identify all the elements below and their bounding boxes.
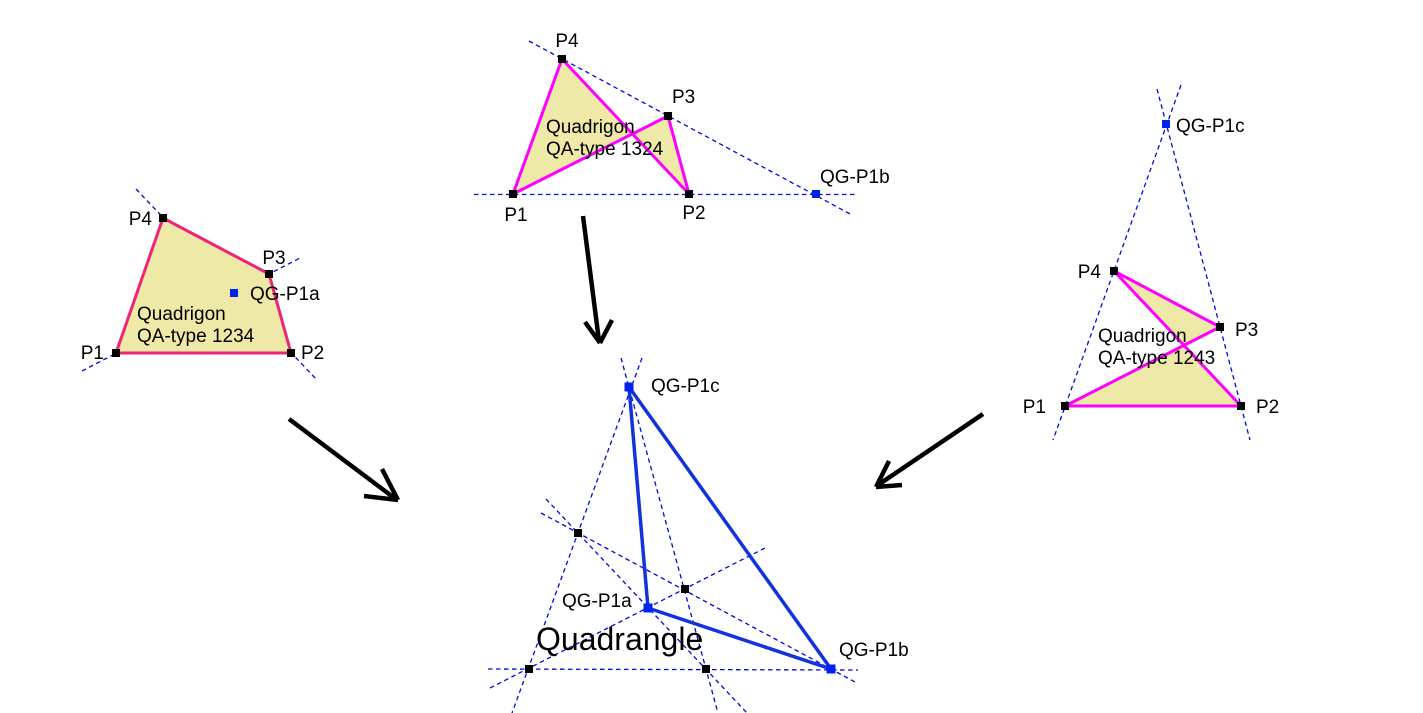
- point-p1: [1061, 402, 1069, 410]
- label-p4: P4: [1078, 262, 1102, 283]
- arrow-top-to-center-icon: [580, 215, 614, 345]
- line-pc-pb-dashed: [489, 547, 766, 689]
- point-p4: [1110, 267, 1118, 275]
- point-quadrangle-1: [574, 529, 582, 537]
- label-p3: P3: [1235, 320, 1258, 341]
- label-qg-p1a: QG-P1a: [562, 591, 632, 612]
- line-p4-p3-dashed: [528, 40, 853, 216]
- title-line1: Quadrigon: [1098, 326, 1187, 347]
- title-line1: Quadrigon: [546, 117, 635, 138]
- line-p1-p4-dashed: [1052, 84, 1182, 441]
- title-line2: QA-type 1243: [1098, 348, 1215, 369]
- point-quadrangle-4: [702, 665, 710, 673]
- arrow-left-to-center-icon: [287, 417, 400, 503]
- line-pa-pc-dashed: [511, 357, 643, 713]
- label-p1: P1: [81, 343, 104, 364]
- point-quadrangle-2: [681, 585, 689, 593]
- label-p4: P4: [129, 209, 153, 230]
- point-p1: [112, 349, 120, 357]
- label-p3: P3: [672, 87, 695, 108]
- quadrigon-1324-figure: P1 P2 P3 P4 QG-P1b Quadrigon QA-type 132…: [474, 31, 890, 226]
- label-p4: P4: [555, 31, 579, 52]
- label-p1: P1: [1023, 397, 1046, 418]
- point-p4: [558, 55, 566, 63]
- title-line2: QA-type 1234: [137, 326, 255, 347]
- arrows: [287, 215, 985, 503]
- point-qg-p1b: [812, 190, 820, 198]
- label-qg-p1b: QG-P1b: [820, 167, 890, 188]
- title-line1: Quadrigon: [137, 304, 226, 325]
- quadrigon-1243-figure: P1 P2 P3 P4 QG-P1c Quadrigon QA-type 124…: [1023, 84, 1279, 441]
- title-line2: QA-type 1324: [546, 139, 664, 160]
- line-pc-pd-dashed: [487, 668, 859, 671]
- line-pb-pd-dashed: [620, 357, 719, 713]
- point-p3: [265, 270, 273, 278]
- diagonal-triangle: [626, 380, 836, 673]
- point-p3: [1216, 323, 1224, 331]
- point-quadrangle-3: [525, 665, 533, 673]
- point-qg-p1b: [826, 664, 836, 674]
- point-qg-p1a: [230, 289, 238, 297]
- label-qg-p1b: QG-P1b: [839, 640, 909, 661]
- quadrigon-1234-figure: P1 P2 P3 P4 QG-P1a Quadrigon QA-type 123…: [81, 188, 324, 381]
- label-p1: P1: [504, 205, 527, 226]
- label-p2: P2: [301, 343, 324, 364]
- point-qg-p1a: [643, 603, 653, 613]
- point-p2: [287, 349, 295, 357]
- quadrangle-figure: QG-P1c QG-P1a QG-P1b Quadrangle: [487, 357, 909, 713]
- arrow-right-to-center-icon: [873, 412, 985, 490]
- point-qg-p1c: [624, 382, 634, 392]
- label-qg-p1c: QG-P1c: [1176, 116, 1245, 137]
- label-p2: P2: [682, 203, 705, 224]
- label-p2: P2: [1256, 397, 1279, 418]
- point-p3: [664, 112, 672, 120]
- point-p4: [159, 214, 167, 222]
- point-p1: [509, 190, 517, 198]
- point-p2: [1237, 402, 1245, 410]
- line-pa-pb-dashed: [540, 512, 856, 683]
- label-qg-p1a: QG-P1a: [250, 284, 320, 305]
- quadrangle-title: Quadrangle: [536, 621, 703, 657]
- label-p3: P3: [262, 248, 285, 269]
- point-p2: [685, 190, 693, 198]
- label-qg-p1c: QG-P1c: [651, 376, 720, 397]
- point-qg-p1c: [1162, 120, 1170, 128]
